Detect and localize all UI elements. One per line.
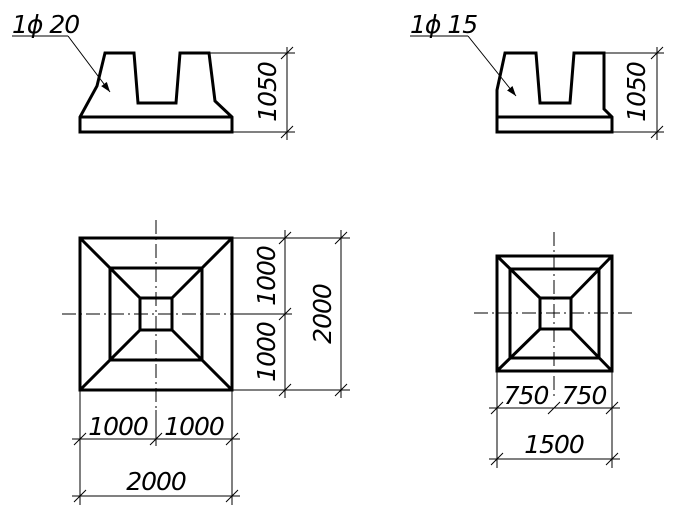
- large-callout-label: 1ϕ 20: [12, 10, 79, 39]
- small-total-width-label: 1500: [524, 430, 584, 459]
- large-footing-elevation: 1ϕ 20 1050: [12, 10, 295, 140]
- large-half-depth-bottom-label: 1000: [252, 322, 281, 382]
- small-callout-label: 1ϕ 15: [410, 10, 477, 39]
- large-footing-profile: [78, 51, 234, 134]
- large-height-label: 1050: [253, 62, 282, 122]
- small-half-width-left-label: 750: [504, 381, 549, 410]
- large-callout-leader: [67, 35, 111, 93]
- large-total-depth-label: 2000: [308, 284, 337, 344]
- large-half-depth-top-label: 1000: [252, 246, 281, 306]
- small-footing-elevation: 1ϕ 15 1050: [410, 10, 664, 140]
- small-callout-leader: [467, 35, 517, 97]
- large-half-width-right-label: 1000: [164, 412, 224, 441]
- small-footing-plan: 750 750 1500: [474, 232, 636, 468]
- large-footing-plan: 1000 1000 2000 1000 1000 2000: [62, 220, 350, 505]
- small-height-label: 1050: [622, 62, 651, 122]
- small-half-width-right-label: 750: [562, 381, 607, 410]
- large-total-width-label: 2000: [126, 467, 186, 496]
- large-half-width-left-label: 1000: [88, 412, 148, 441]
- small-footing-profile: [495, 51, 614, 134]
